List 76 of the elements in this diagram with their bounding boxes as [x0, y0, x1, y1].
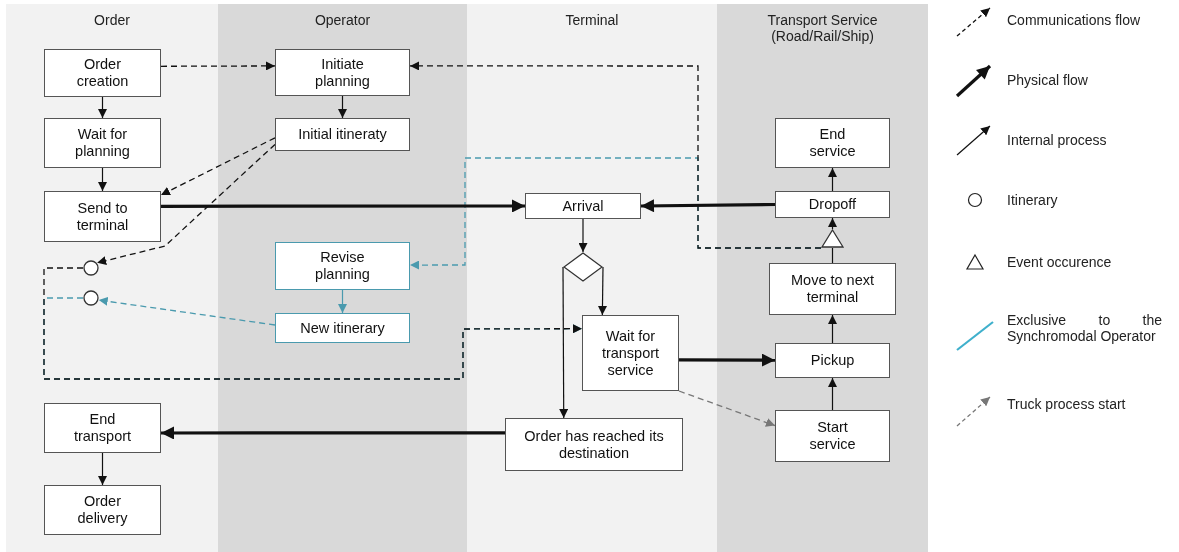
- process-arrow: [598, 266, 607, 316]
- process-box: [275, 118, 410, 151]
- box-label: Wait for planning: [74, 126, 131, 160]
- box-label: Move to next terminal: [790, 272, 875, 306]
- communication-arrow: [160, 61, 276, 71]
- process-box: [44, 191, 161, 242]
- event-triangle: [821, 229, 844, 248]
- communication-arrow: [160, 137, 276, 196]
- process-arrow: [98, 452, 107, 486]
- legend-label: Event occurence: [1007, 254, 1113, 270]
- process-box: [769, 263, 896, 315]
- box-label: Initial itineraty: [298, 126, 387, 143]
- process-arrow: [559, 266, 569, 419]
- process-box: [44, 485, 161, 535]
- communication-arrow: [43, 267, 583, 380]
- process-box: [775, 410, 890, 462]
- process-arrow: [828, 217, 837, 230]
- process-arrow: [828, 167, 837, 192]
- process-box: [775, 118, 890, 168]
- process-arrow: [338, 289, 347, 314]
- process-arrow: [98, 96, 107, 119]
- lane-header: Operator: [313, 12, 372, 28]
- swimlane: [218, 4, 467, 552]
- process-arrow: [578, 218, 588, 253]
- communication-arrow: [98, 296, 276, 326]
- swimlane: [6, 4, 218, 552]
- box-label: Order delivery: [76, 493, 129, 527]
- legend-label: Exclusive to the Synchromodal Operator: [1007, 312, 1162, 344]
- process-box: [275, 313, 410, 343]
- legend-label: Itinerary: [1007, 192, 1059, 208]
- box-label: Revise planning: [314, 249, 371, 283]
- physical-flow-arrow: [161, 426, 505, 440]
- swimlane: [717, 4, 928, 552]
- legend-label: Communications flow: [1007, 12, 1142, 28]
- box-label: Order creation: [75, 56, 130, 90]
- communication-arrow: [96, 143, 276, 266]
- box-label: Initiate planning: [314, 55, 371, 90]
- legend-label: Physical flow: [1007, 72, 1089, 88]
- lane-header: Order: [93, 12, 131, 28]
- process-box: [44, 403, 161, 453]
- legend-label: Truck process start: [1007, 396, 1127, 412]
- lane-header: Terminal: [564, 12, 620, 28]
- process-box: [44, 49, 161, 97]
- box-label: Pickup: [810, 352, 855, 369]
- box-label: End transport: [72, 411, 133, 445]
- process-arrow: [828, 377, 837, 411]
- box-label: Dropoff: [808, 196, 857, 213]
- box-label: Order has reached its destination: [523, 427, 665, 462]
- physical-flow-arrow: [161, 199, 525, 213]
- process-box: [505, 418, 683, 471]
- box-label: Send to terminal: [75, 199, 130, 234]
- itinerary-circle: [83, 290, 99, 306]
- process-box: [275, 242, 410, 290]
- process-arrow: [338, 95, 347, 119]
- process-box: [582, 315, 679, 391]
- box-label: Wait for transport service: [600, 327, 661, 379]
- decision-diamond: [563, 252, 603, 282]
- box-label: New itinerary: [300, 319, 385, 337]
- box-label: End service: [808, 126, 857, 160]
- process-box: [775, 191, 890, 218]
- communication-arrow: [678, 390, 776, 427]
- process-arrow: [98, 167, 107, 192]
- box-label: Arrival: [562, 197, 604, 215]
- process-box: [775, 343, 890, 378]
- physical-flow-arrow: [641, 199, 775, 213]
- physical-flow-arrow: [679, 353, 775, 367]
- itinerary-circle: [83, 260, 99, 276]
- communication-arrow: [409, 61, 822, 249]
- swimlane: [467, 4, 717, 552]
- box-label: Start service: [808, 419, 857, 453]
- process-box: [44, 118, 161, 168]
- process-box: [275, 49, 410, 96]
- legend-label: Internal process: [1007, 132, 1108, 148]
- process-box: [525, 193, 641, 219]
- process-arrow: [828, 314, 837, 344]
- lane-header: Transport Service (Road/Rail/Ship): [766, 12, 879, 44]
